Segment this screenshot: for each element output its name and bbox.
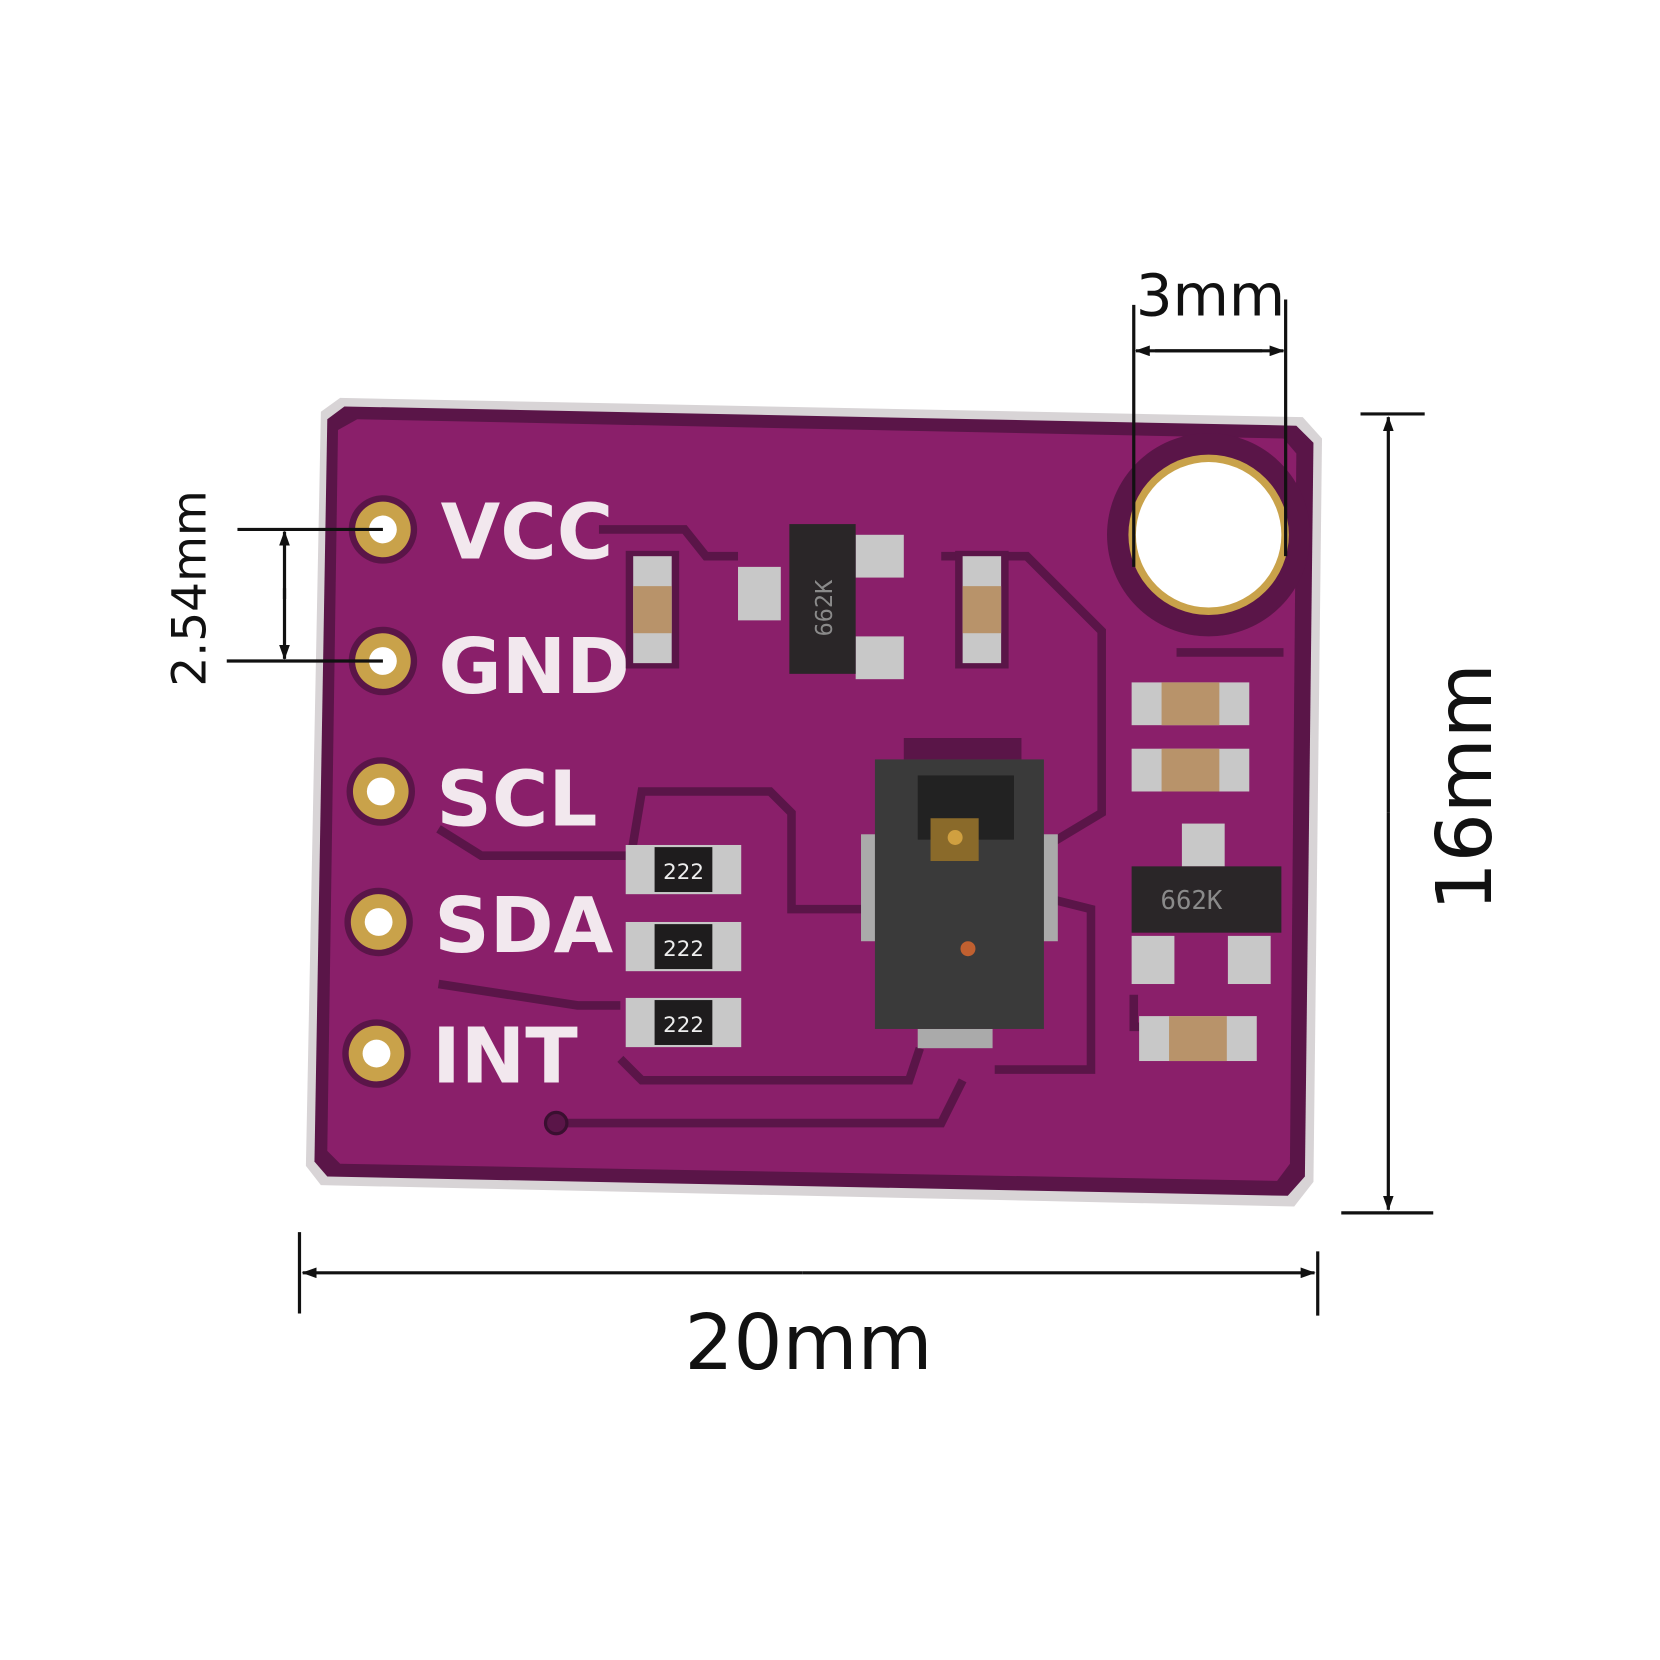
capacitor	[625, 550, 680, 669]
pin-label-sda: SDA	[434, 882, 613, 971]
dimension-width: 20mm	[297, 1232, 1320, 1388]
capacitor	[1131, 748, 1250, 792]
pin-pitch-label: 2.54mm	[162, 490, 217, 686]
dimension-height: 16mm	[1341, 412, 1510, 1215]
capacitor	[955, 550, 1009, 669]
resistor: 222	[625, 997, 742, 1048]
dimension-pin-pitch: 2.54mm	[162, 490, 383, 687]
pin-label-int: INT	[432, 1012, 578, 1101]
pin-label-scl: SCL	[436, 756, 597, 845]
resistor: 222	[625, 844, 742, 895]
sensor-chip	[861, 738, 1058, 1049]
pin-label-gnd: GND	[439, 623, 631, 712]
capacitor	[1139, 1016, 1257, 1062]
svg-text:222: 222	[663, 860, 704, 885]
pin-scl	[346, 757, 415, 826]
pcb-board: VCC GND SCL SDA INT 662K 662K 222 222	[305, 397, 1323, 1207]
capacitor	[1131, 682, 1250, 726]
dimension-hole-diameter: 3mm	[1132, 262, 1288, 567]
height-label: 16mm	[1421, 663, 1510, 911]
regulator-marking: 662K	[1161, 886, 1223, 916]
pin-int	[342, 1019, 411, 1088]
svg-text:222: 222	[663, 1013, 704, 1038]
resistor: 222	[625, 921, 742, 972]
voltage-regulator-top: 662K	[738, 524, 904, 680]
svg-text:222: 222	[663, 937, 704, 962]
voltage-regulator-right: 662K	[1131, 823, 1282, 985]
pin-label-vcc: VCC	[441, 488, 614, 577]
pin-sda	[344, 887, 413, 957]
hole-diameter-label: 3mm	[1136, 262, 1285, 330]
regulator-marking: 662K	[810, 579, 838, 636]
width-label: 20mm	[685, 1299, 933, 1388]
